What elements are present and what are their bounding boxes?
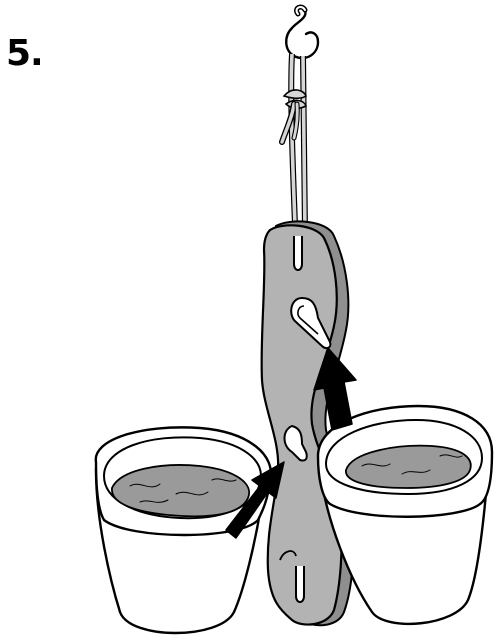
ceiling-hook-icon bbox=[286, 7, 318, 58]
flower-pot-icon bbox=[96, 427, 271, 633]
